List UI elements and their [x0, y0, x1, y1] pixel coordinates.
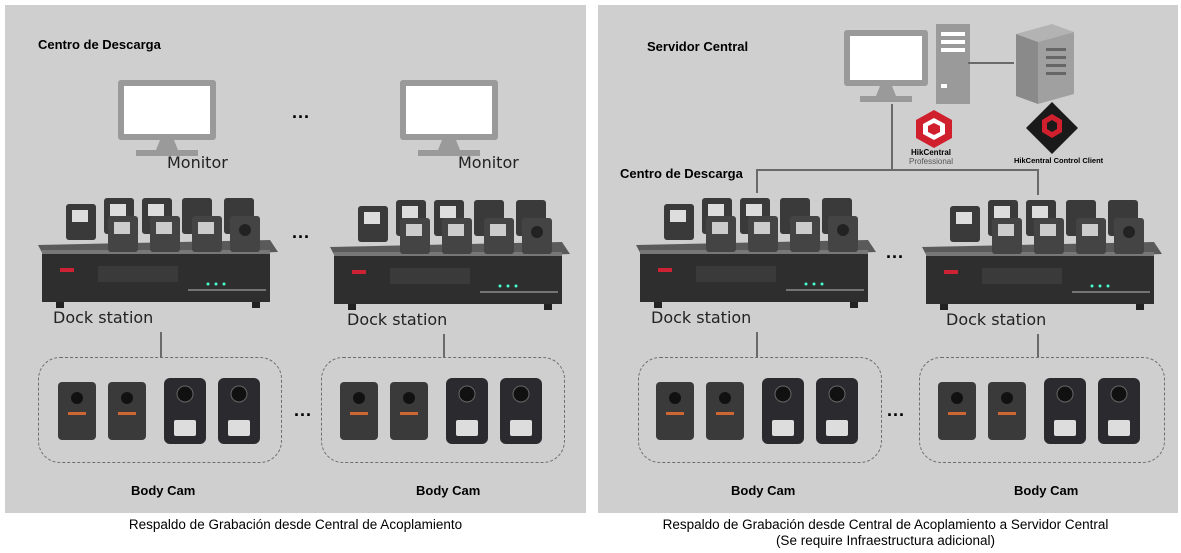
right-caption-line2: (Se require Infraestructura adicional)	[775, 533, 996, 548]
ellipsis: ...	[294, 400, 313, 420]
hikcentral-brand: HikCentral	[911, 148, 952, 157]
center-title: Centro de Descarga	[620, 166, 743, 181]
dock-station-icon	[922, 200, 1162, 310]
connector-line	[443, 334, 445, 358]
connector-line	[756, 169, 1038, 171]
control-client-logo-icon	[1026, 102, 1078, 154]
ellipsis: ...	[292, 222, 311, 242]
bodycam-label: Body Cam	[731, 483, 796, 498]
bodycam-label: Body Cam	[131, 483, 196, 498]
monitor-icon	[118, 80, 216, 156]
bodycam-group	[321, 357, 565, 463]
hikcentral-edition: Professional	[909, 157, 954, 166]
ellipsis: ...	[887, 400, 906, 420]
dock-label: Dock station	[651, 308, 752, 327]
bodycam-group	[638, 357, 882, 463]
body-cam-icon	[340, 378, 542, 444]
dock-label: Dock station	[946, 310, 1047, 329]
connector-line	[968, 62, 1014, 64]
connector-line	[756, 169, 758, 193]
dock-station-icon	[38, 198, 278, 308]
connector-line	[1037, 169, 1039, 195]
server-title: Servidor Central	[647, 39, 749, 54]
monitor-label: Monitor	[458, 153, 519, 172]
left-caption: Respaldo de Grabación desde Central de A…	[128, 517, 463, 532]
connector-line	[1037, 334, 1039, 358]
server-icon	[1016, 24, 1074, 104]
bodycam-label: Body Cam	[416, 483, 481, 498]
ellipsis: ...	[886, 242, 905, 262]
dock-label: Dock station	[53, 308, 154, 327]
right-caption-line1: Respaldo de Grabación desde Central de A…	[662, 517, 1109, 532]
connector-line	[891, 104, 893, 169]
hikcentral-logo-icon	[916, 110, 952, 148]
ellipsis: ...	[292, 102, 311, 122]
connector-line	[756, 332, 758, 358]
dock-station-icon	[330, 200, 570, 310]
dock-station-icon	[636, 198, 876, 308]
dock-label: Dock station	[347, 310, 448, 329]
pc-icon	[844, 24, 970, 104]
body-cam-icon	[938, 378, 1140, 444]
monitor-icon	[400, 80, 498, 156]
monitor-label: Monitor	[167, 153, 228, 172]
bodycam-group	[38, 357, 282, 463]
control-client-label: HikCentral Control Client	[1014, 156, 1104, 165]
bodycam-group	[919, 357, 1165, 463]
body-cam-icon	[656, 378, 858, 444]
body-cam-icon	[58, 378, 260, 444]
connector-line	[160, 332, 162, 358]
left-title: Centro de Descarga	[38, 37, 161, 52]
bodycam-label: Body Cam	[1014, 483, 1079, 498]
